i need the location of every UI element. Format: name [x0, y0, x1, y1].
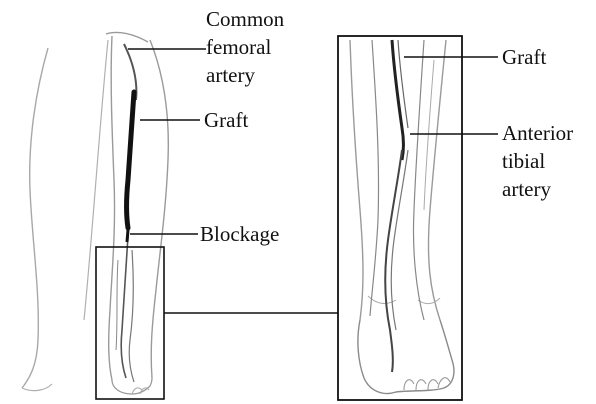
front-leg-inner-outline — [109, 36, 115, 380]
bypass-graft-right — [392, 40, 404, 160]
enlarged-vessel-right — [413, 40, 424, 320]
enlarged-view-box — [338, 36, 462, 400]
left-foot-outline — [22, 384, 52, 391]
label-anterior-tibial-line2: tibial — [502, 149, 545, 173]
anterior-tibial-artery — [385, 150, 402, 372]
blockage-segment — [127, 230, 128, 242]
left-leg-illustration — [22, 32, 168, 399]
bypass-graft-left — [127, 92, 135, 228]
zoom-region-box — [96, 247, 164, 399]
background-leg-outline — [22, 48, 48, 388]
front-foot-outline — [112, 378, 152, 394]
label-graft-right: Graft — [502, 45, 546, 69]
label-blockage: Blockage — [200, 222, 279, 246]
label-anterior-tibial-line1: Anterior — [502, 121, 573, 145]
native-artery-lower — [121, 236, 128, 378]
label-common-femoral-line2: femoral — [206, 35, 271, 59]
enlarged-leg-right-outline — [428, 40, 446, 320]
enlarged-lower-leg-illustration — [338, 36, 462, 400]
label-common-femoral-line3: artery — [206, 63, 255, 87]
native-artery-lower-branch — [129, 250, 134, 382]
labels: Common femoral artery Graft Blockage Gra… — [200, 7, 573, 246]
front-leg-outer-outline — [150, 40, 168, 378]
enlarged-vessel-left — [370, 40, 379, 316]
anterior-tibial-artery-edge — [391, 150, 408, 330]
label-common-femoral-line1: Common — [206, 7, 285, 31]
label-anterior-tibial-line3: artery — [502, 177, 551, 201]
enlarged-leg-left-outline — [350, 40, 363, 320]
enlarged-ankle-detail — [368, 296, 440, 304]
lower-leg-vessel-1 — [116, 260, 118, 350]
label-graft-left: Graft — [204, 108, 248, 132]
